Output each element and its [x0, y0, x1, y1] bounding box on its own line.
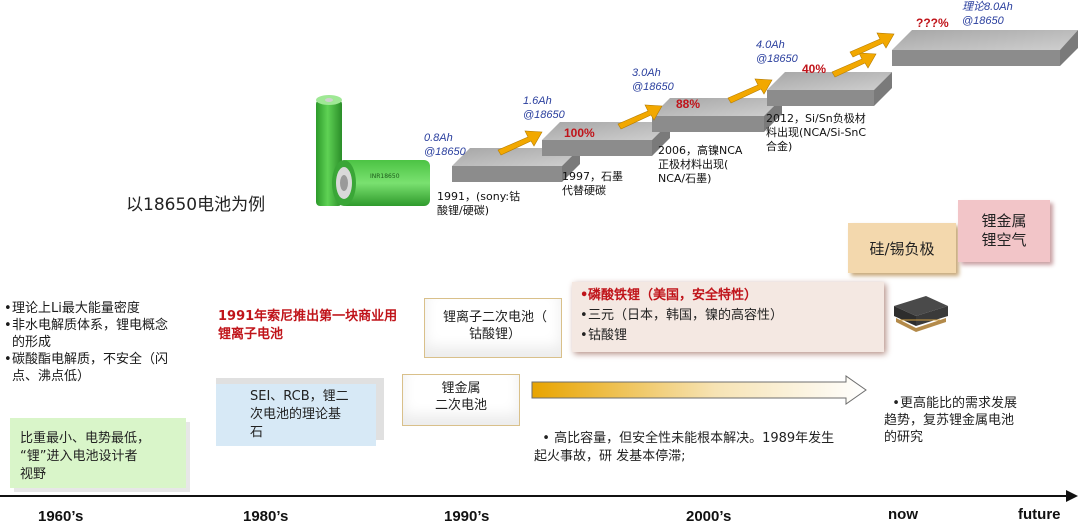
box-li-metal-air-label: 锂金属 锂空气	[981, 212, 1027, 249]
era-label-now: now	[888, 506, 918, 523]
progress-arrow	[531, 375, 867, 405]
box-sei-rcb: SEI、RCB，锂二 次电池的理论基 石	[216, 384, 376, 446]
era-label-future: future	[1018, 506, 1061, 523]
step-capacity-1: 0.8Ah @18650	[424, 132, 466, 158]
step-note-4: 2012，Si/Sn负极材 料出现(NCA/Si-SnC 合金)	[766, 112, 867, 153]
step-arrow-1	[497, 130, 543, 156]
step-platform-2	[542, 122, 670, 156]
era-label-1960s: 1960’s	[38, 508, 84, 525]
box-li-ion-secondary: 锂离子二次电池（ 钴酸锂）	[424, 298, 562, 358]
step-note-2: 1997，石墨 代替硬碳	[562, 170, 623, 197]
step-growth-3: 88%	[676, 97, 701, 111]
timeline-axis	[0, 490, 1078, 502]
step-platform-4	[767, 72, 892, 106]
left-bullet-2: 非水电解质体系，锂电概念 的形成	[4, 317, 209, 351]
future-trend-note-text: 更高能比的需求发展 趋势，复苏锂金属电池 的研究	[884, 396, 1017, 445]
box-li-metal-secondary-label: 锂金属 二次电池	[434, 381, 487, 413]
era-label-1980s: 1980’s	[243, 508, 289, 525]
step-arrow-4	[831, 52, 877, 78]
cathode-bullet-2: 三元（日本，韩国，镍的高容性）	[580, 306, 783, 326]
safety-issue-note: • 高比容量，但安全性未能根本解决。1989年发生 起火事故，研 发基本停滞;	[534, 431, 835, 464]
box-li-metal-air: 锂金属 锂空气	[958, 200, 1050, 262]
step-arrow-3	[727, 78, 773, 104]
step-capacity-2: 1.6Ah @18650	[523, 95, 565, 121]
step-growth-4: 40%	[802, 62, 827, 76]
step-note-3: 2006，高镍NCA 正极材料出现( NCA/石墨)	[658, 144, 743, 185]
step-capacity-3: 3.0Ah @18650	[632, 67, 674, 93]
battery-18650-image: INR18650	[316, 95, 430, 206]
capacity-staircase	[452, 30, 1078, 182]
step-arrow-2	[617, 104, 663, 130]
cathode-bullet-3: 钴酸锂	[580, 326, 783, 346]
step-note-1: 1991，(sony:钴 酸锂/硬碳)	[437, 190, 521, 217]
box-si-sn-anode-label: 硅/锡负极	[869, 239, 935, 258]
box-li-ion-secondary-label: 锂离子二次电池（ 钴酸锂）	[442, 310, 547, 342]
box-si-sn-anode: 硅/锡负极	[848, 223, 956, 273]
box-lightest-metal: 比重最小、电势最低， “锂”进入电池设计者 视野	[10, 418, 186, 488]
era-label-2000s: 2000’s	[686, 508, 732, 525]
safety-issue-note-text: 高比容量，但安全性未能根本解决。1989年发生 起火事故，研 发基本停滞;	[534, 431, 835, 464]
sony-first-commercial-note: 1991年索尼推出第一块商业用 锂离子电池	[218, 309, 398, 342]
era-label-1990s: 1990’s	[444, 508, 490, 525]
page-title: 以18650电池为例	[126, 195, 266, 215]
step-growth-5: ???%	[916, 16, 949, 30]
step-capacity-4: 4.0Ah @18650	[756, 39, 798, 65]
left-bullet-list: 理论上Li最大能量密度 非水电解质体系，锂电概念 的形成 碳酸酯电解质，不安全（…	[4, 300, 209, 385]
svg-text:INR18650: INR18650	[370, 173, 400, 180]
cathode-bullet-1: 磷酸铁锂（美国，安全特性）	[580, 286, 783, 306]
step-arrow-5	[849, 32, 895, 58]
pouch-cell-image	[894, 296, 948, 332]
future-trend-note: •更高能比的需求发展 趋势，复苏锂金属电池 的研究	[884, 396, 1017, 445]
box-cathode-materials: 磷酸铁锂（美国，安全特性） 三元（日本，韩国，镍的高容性） 钴酸锂	[572, 282, 884, 352]
left-bullet-1: 理论上Li最大能量密度	[4, 300, 209, 317]
step-growth-2: 100%	[564, 126, 595, 140]
box-lightest-metal-label: 比重最小、电势最低， “锂”进入电池设计者 视野	[20, 431, 151, 482]
left-bullet-3: 碳酸酯电解质，不安全（闪 点、沸点低）	[4, 351, 209, 385]
step-platform-3	[652, 98, 782, 132]
box-sei-rcb-label: SEI、RCB，锂二 次电池的理论基 石	[250, 389, 349, 440]
step-capacity-5: 理论8.0Ah @18650	[962, 1, 1013, 27]
box-li-metal-secondary: 锂金属 二次电池	[402, 374, 520, 426]
step-platform-5	[892, 30, 1078, 66]
